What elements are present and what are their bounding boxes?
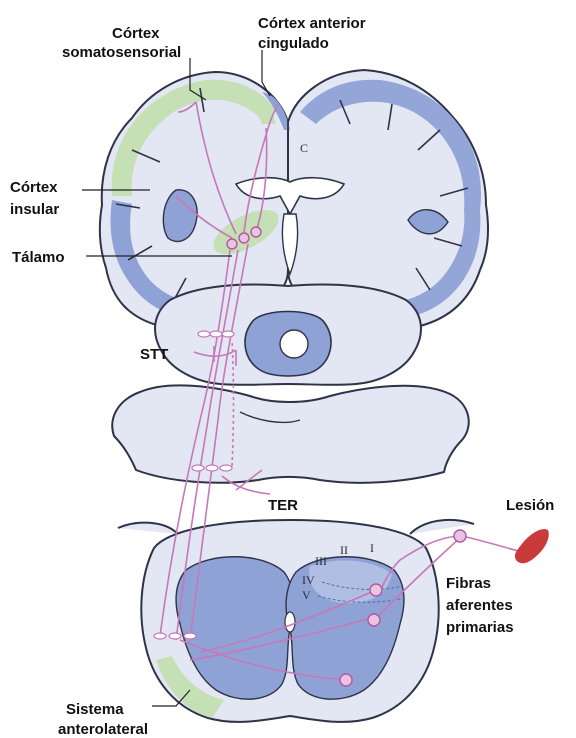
lamina-ii: II [340, 543, 348, 557]
label-stt: STT [140, 346, 168, 363]
lamina-iv: IV [302, 573, 315, 587]
midbrain-section [155, 285, 421, 385]
lamina-iii: III [315, 554, 327, 568]
cortex-marker-c: C [300, 141, 308, 155]
label-ter: TER [268, 497, 298, 514]
label-thalamus: Tálamo [12, 249, 65, 266]
label-cortex-somatosensory-line2: somatosensorial [62, 44, 181, 61]
label-cortex-insular-line1: Córtex [10, 179, 58, 196]
medulla-section [112, 385, 468, 482]
label-system-line1: Sistema [66, 701, 124, 718]
lamina-i: I [370, 541, 374, 555]
medulla-outline [112, 385, 468, 482]
label-cortex-insular-line2: insular [10, 201, 59, 218]
lesion-mark [515, 529, 549, 563]
cerebral-aqueduct [280, 330, 308, 358]
label-cortex-cingulate-line2: cingulado [258, 35, 329, 52]
dorsal-root-left [118, 523, 178, 534]
label-cortex-somatosensory-line1: Córtex [112, 25, 160, 42]
label-lesion: Lesión [506, 497, 554, 514]
lamina-v: V [302, 588, 311, 602]
label-cortex-cingulate-line1: Córtex anterior [258, 15, 366, 32]
label-system-line2: anterolateral [58, 721, 148, 738]
central-canal [285, 612, 295, 632]
spinal-cord-section: I II III IV V [118, 520, 474, 722]
label-fibers-line3: primarias [446, 619, 514, 636]
label-fibers-line2: aferentes [446, 597, 513, 614]
label-fibers-line1: Fibras [446, 575, 491, 592]
